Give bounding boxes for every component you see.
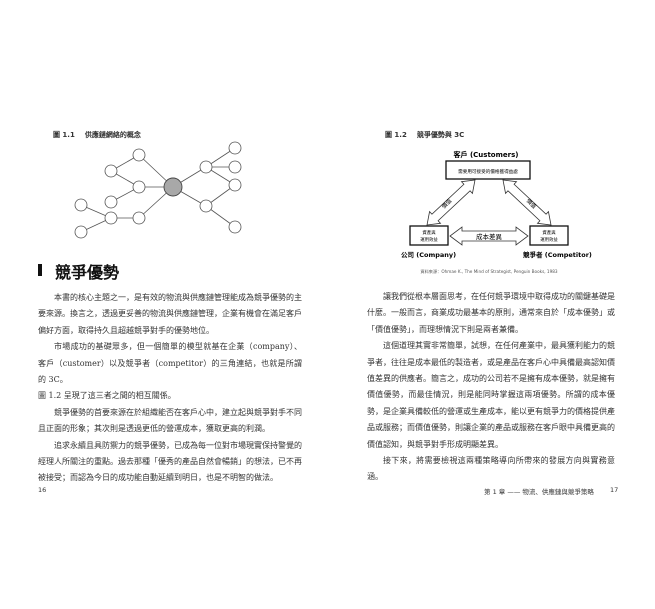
left-body-text: 本書的核心主題之一，是有效的物流與供應鏈管理能成為競爭優勢的主要來源。換言之，透…	[38, 290, 302, 487]
paragraph: 本書的核心主題之一，是有效的物流與供應鏈管理能成為競爭優勢的主要來源。換言之，透…	[38, 293, 302, 335]
paragraph: 接下來，將需要檢視這兩種策略導向所帶來的發展方向與實務意涵。	[367, 456, 615, 482]
customers-box	[445, 160, 531, 180]
company-box-line: 資產與	[422, 229, 436, 236]
figure-caption: 競爭優勢與 3C	[416, 131, 465, 139]
supply-chain-network-diagram	[74, 141, 242, 239]
network-node	[104, 211, 118, 225]
figure-number: 圖 1.2	[385, 131, 407, 139]
network-node	[228, 220, 242, 234]
network-node	[74, 225, 88, 239]
customers-label: 客戶 (Customers)	[453, 150, 519, 159]
competitor-box	[529, 225, 569, 246]
competitor-box-line: 資產與	[542, 229, 556, 236]
competitor-box-line: 運用效益	[540, 236, 558, 243]
network-node	[199, 199, 213, 213]
network-node	[104, 164, 118, 178]
chapter-footer: 第 1 章 —— 物流、供應鏈與競爭策略	[484, 488, 594, 496]
company-box	[409, 225, 449, 246]
cost-difference-arrow	[449, 226, 529, 246]
section-heading: 競爭優勢	[55, 263, 120, 282]
network-hub-node	[163, 177, 183, 197]
competitor-label: 競爭者 (Competitor)	[523, 250, 592, 259]
network-node	[132, 148, 146, 162]
figure-1-2-title: 圖 1.2 競爭優勢與 3C	[385, 130, 474, 140]
network-node	[228, 160, 242, 174]
network-node	[228, 141, 242, 155]
paragraph: 圖 1.2 呈現了這三者之間的相互關係。	[38, 391, 176, 401]
3c-diagram: 客戶 (Customers) 需要用可接受的價格獲得益處 資產與 運用效益 資產…	[401, 150, 592, 275]
paragraph: 讓我們從根本層面思考，在任何競爭環境中取得成功的關鍵基礎是什麼。一般而言，商業成…	[367, 292, 615, 334]
figure-source: 資料來源：Ohmae K., The Mind of Strategist, P…	[420, 268, 558, 275]
paragraph: 競爭優勢的首要來源在於組織能否在客戶心中，建立起與競爭對手不同且正面的形象；其次…	[38, 407, 302, 434]
paragraph: 這個道理其實非常簡單，試想，在任何產業中，最具獲利能力的競爭者，往往是成本最低的…	[367, 341, 615, 449]
value-arrow-left	[426, 179, 476, 226]
value-arrow-right	[502, 179, 552, 226]
right-body-text: 讓我們從根本層面思考，在任何競爭環境中取得成功的關鍵基礎是什麼。一般而言，商業成…	[367, 289, 615, 486]
network-node	[199, 160, 213, 174]
network-node	[74, 198, 88, 212]
paragraph: 市場成功的基礎眾多，但一個簡單的模型就基在企業（company）、客戶（cust…	[38, 342, 302, 385]
figure-1-1-title: 圖 1.1 供應鏈網絡的概念	[53, 130, 151, 140]
cost-difference-label: 成本差異	[476, 232, 503, 241]
company-label: 公司 (Company)	[401, 251, 456, 259]
network-node	[104, 195, 118, 209]
page-number-right: 17	[610, 486, 619, 494]
figure-number: 圖 1.1	[53, 131, 75, 139]
page-number-left: 16	[38, 486, 47, 494]
network-node	[132, 211, 146, 225]
heading-bar	[38, 264, 42, 276]
arrows	[426, 179, 552, 246]
customers-box-text: 需要用可接受的價格獲得益處	[458, 168, 518, 175]
company-box-line: 運用效益	[420, 236, 438, 243]
network-node	[132, 180, 146, 194]
figure-caption: 供應鏈網絡的概念	[84, 131, 141, 139]
paragraph: 追求永續且具防禦力的競爭優勢，已成為每一位對市場現實保持警覺的經理人所關注的重點…	[38, 440, 302, 483]
network-node	[228, 178, 242, 192]
